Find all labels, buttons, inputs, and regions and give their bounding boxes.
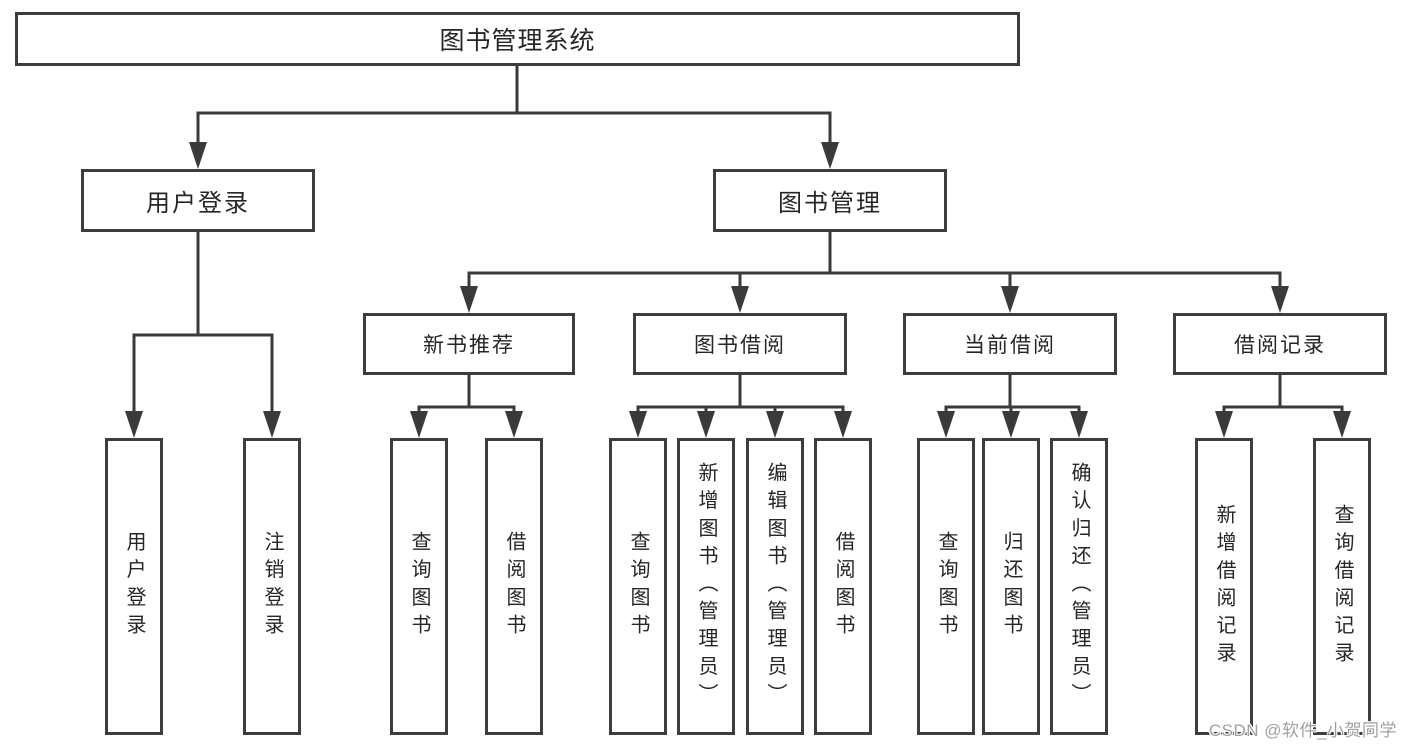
leaf-query-book-borrow: 查询图书	[609, 438, 667, 735]
leaf-user-login: 用户登录	[105, 438, 163, 735]
leaf-query-borrow-record-label: 查询借阅记录	[1331, 503, 1353, 670]
node-current-borrow: 当前借阅	[903, 313, 1117, 375]
node-book-borrow: 图书借阅	[633, 313, 847, 375]
leaf-add-book-admin-label: 新增图书（管理员）	[695, 462, 717, 711]
leaf-query-book-current-label: 查询图书	[935, 531, 957, 642]
arrowheads	[125, 142, 1351, 438]
node-new-book-recommend: 新书推荐	[363, 313, 575, 375]
leaf-query-book-current: 查询图书	[917, 438, 975, 735]
node-borrow-records: 借阅记录	[1173, 313, 1387, 375]
leaf-add-borrow-record: 新增借阅记录	[1195, 438, 1253, 735]
node-book-management-label: 图书管理	[778, 190, 882, 217]
leaf-borrow-book-recommend-label: 借阅图书	[503, 531, 525, 642]
leaf-query-book-borrow-label: 查询图书	[627, 531, 649, 642]
leaf-add-book-admin: 新增图书（管理员）	[677, 438, 735, 735]
node-user-login: 用户登录	[81, 169, 315, 232]
leaf-logout-label: 注销登录	[261, 531, 283, 642]
leaf-edit-book-admin-label: 编辑图书（管理员）	[764, 462, 786, 711]
node-book-borrow-label: 图书借阅	[694, 334, 786, 357]
leaf-logout: 注销登录	[243, 438, 301, 735]
leaf-confirm-return-admin-label: 确认归还（管理员）	[1068, 462, 1090, 711]
node-borrow-records-label: 借阅记录	[1234, 334, 1326, 357]
leaf-query-borrow-record: 查询借阅记录	[1313, 438, 1371, 735]
node-book-management: 图书管理	[713, 169, 947, 232]
node-root: 图书管理系统	[15, 12, 1020, 66]
node-current-borrow-label: 当前借阅	[964, 334, 1056, 357]
node-user-login-label: 用户登录	[146, 190, 250, 217]
leaf-return-book: 归还图书	[982, 438, 1040, 735]
leaf-return-book-label: 归还图书	[1000, 531, 1022, 642]
leaf-borrow-book-recommend: 借阅图书	[485, 438, 543, 735]
leaf-user-login-label: 用户登录	[123, 531, 145, 642]
leaf-query-book-recommend-label: 查询图书	[408, 531, 430, 642]
leaf-query-book-recommend: 查询图书	[390, 438, 448, 735]
leaf-borrow-book: 借阅图书	[814, 438, 872, 735]
leaf-confirm-return-admin: 确认归还（管理员）	[1050, 438, 1108, 735]
leaf-borrow-book-label: 借阅图书	[832, 531, 854, 642]
leaf-add-borrow-record-label: 新增借阅记录	[1213, 503, 1235, 670]
node-new-book-recommend-label: 新书推荐	[423, 334, 515, 357]
csdn-watermark: CSDN @软件_小贺同学	[1208, 721, 1397, 740]
node-root-label: 图书管理系统	[439, 27, 596, 55]
leaf-edit-book-admin: 编辑图书（管理员）	[746, 438, 804, 735]
